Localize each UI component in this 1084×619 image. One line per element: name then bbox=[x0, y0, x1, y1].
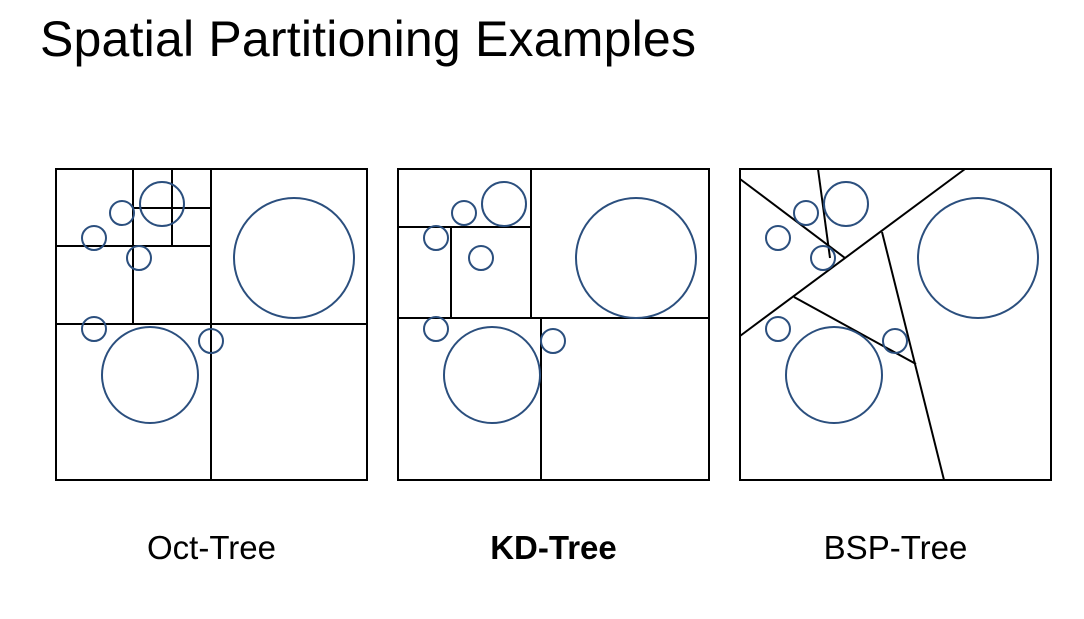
bsptree-object-large bbox=[917, 197, 1039, 319]
kdtree-object bbox=[423, 225, 449, 251]
kdtree-object bbox=[540, 328, 566, 354]
bsptree-svg bbox=[739, 168, 1052, 481]
octree-object bbox=[198, 328, 224, 354]
bsptree-object bbox=[793, 200, 819, 226]
bsptree-bounds bbox=[739, 168, 1052, 481]
kdtree-object bbox=[451, 200, 477, 226]
bsptree-split-lower bbox=[793, 296, 917, 365]
kdtree-object-large bbox=[575, 197, 697, 319]
octree-object-medium bbox=[101, 326, 199, 424]
kdtree-object bbox=[468, 245, 494, 271]
bsptree-split-upper-left-inner bbox=[817, 168, 831, 259]
bsptree-split-right bbox=[881, 231, 945, 481]
kdtree-label: KD-Tree bbox=[490, 529, 617, 566]
octree-object bbox=[139, 181, 185, 227]
bsptree-object bbox=[823, 181, 869, 227]
bsptree-object bbox=[810, 245, 836, 271]
octree-object bbox=[126, 245, 152, 271]
kdtree-object bbox=[423, 316, 449, 342]
octree-label: Oct-Tree bbox=[147, 529, 276, 566]
kdtree-object bbox=[481, 181, 527, 227]
octree-svg bbox=[55, 168, 368, 481]
bsptree-object bbox=[765, 316, 791, 342]
bsptree-object bbox=[765, 225, 791, 251]
kdtree-object-medium bbox=[443, 326, 541, 424]
octree-object bbox=[109, 200, 135, 226]
octree-object bbox=[81, 316, 107, 342]
octree-object bbox=[81, 225, 107, 251]
bsptree-object-medium bbox=[785, 326, 883, 424]
bsptree-object bbox=[882, 328, 908, 354]
bsptree-split-root bbox=[739, 168, 966, 337]
octree-diagram bbox=[55, 168, 368, 481]
kdtree-diagram bbox=[397, 168, 710, 481]
bsptree-diagram bbox=[739, 168, 1052, 481]
bsptree-label: BSP-Tree bbox=[823, 529, 968, 566]
kdtree-svg bbox=[397, 168, 710, 481]
slide-title: Spatial Partitioning Examples bbox=[40, 11, 697, 67]
kdtree-bounds bbox=[397, 168, 710, 481]
octree-object-large bbox=[233, 197, 355, 319]
